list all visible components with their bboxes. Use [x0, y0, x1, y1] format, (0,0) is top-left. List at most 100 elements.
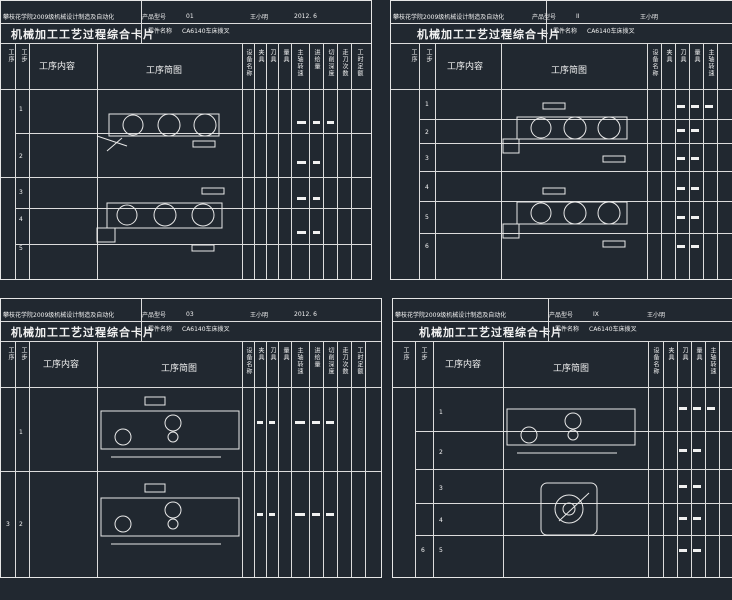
process-card-sheet-2[interactable]: 攀枝花学院2009级机械设计制造及自动化 产品型号 II 王小明 机械加工工艺过… — [390, 0, 732, 280]
header-row-2: 零件名称 CA6140车床拨叉 — [146, 25, 371, 35]
col-gauge: 量具 — [695, 347, 702, 361]
sheet-number: II — [576, 12, 580, 20]
col-spindle-speed: 主轴转速 — [707, 49, 714, 77]
step-2: 2 — [19, 153, 23, 160]
process-content-label: 工序内容 — [43, 360, 80, 370]
process-content-label: 工序内容 — [447, 62, 484, 72]
step-5: 5 — [439, 547, 443, 554]
step-3: 3 — [6, 521, 10, 528]
col-equipment: 设备名称 — [651, 49, 658, 77]
process-col-header: 工序 — [402, 347, 409, 361]
header-row-1: 攀枝花学院2009级机械设计制造及自动化 产品型号 II 王小明 — [391, 10, 732, 22]
col-passes: 走刀次数 — [341, 49, 348, 77]
part-name-label: 零件名称 — [148, 325, 173, 333]
step-6: 6 — [425, 243, 429, 250]
col-tool: 刀具 — [269, 49, 276, 63]
step-1: 1 — [439, 409, 443, 416]
step-5: 5 — [425, 214, 429, 221]
product-model-label: 产品型号 — [532, 13, 557, 21]
step-3: 3 — [19, 189, 23, 196]
col-equipment: 设备名称 — [652, 347, 659, 375]
part-drawing-1b — [96, 187, 225, 252]
step-4: 4 — [439, 517, 443, 524]
card-title: 机械加工工艺过程综合卡片 — [11, 28, 155, 41]
step-6: 6 — [421, 547, 425, 554]
col-spindle-speed: 主轴转速 — [296, 347, 303, 375]
header-row-1: 攀枝花学院2009级机械设计制造及自动化 产品型号 IX 王小明 — [393, 308, 732, 320]
step-col-header: 工步 — [20, 347, 27, 361]
header-row-2: 零件名称 CA6140车床拨叉 — [553, 323, 732, 333]
header-row-2: 零件名称 CA6140车床拨叉 — [551, 25, 732, 35]
part-drawing-2a — [502, 102, 628, 163]
col-tool: 刀具 — [269, 347, 276, 361]
col-fixture: 夹具 — [257, 347, 264, 361]
part-drawing-4a — [506, 408, 636, 454]
col-tool: 刀具 — [681, 347, 688, 361]
school-name: 攀枝花学院2009级机械设计制造及自动化 — [3, 13, 115, 21]
col-feed: 进给量 — [313, 347, 320, 368]
process-card-sheet-4[interactable]: 攀枝花学院2009级机械设计制造及自动化 产品型号 IX 王小明 机械加工工艺过… — [392, 298, 732, 578]
sheet-number: IX — [593, 310, 599, 318]
col-feed: 进给量 — [313, 49, 320, 70]
step-1: 1 — [425, 101, 429, 108]
process-sketch-label: 工序简图 — [551, 66, 588, 76]
part-drawing-2b — [502, 187, 628, 248]
product-name: CA6140车床拨叉 — [587, 27, 635, 35]
product-model-label: 产品型号 — [142, 13, 167, 21]
header-row-1: 攀枝花学院2009级机械设计制造及自动化 产品型号 03 王小明 2012. 6 — [1, 308, 381, 320]
step-3: 3 — [425, 155, 429, 162]
product-name: CA6140车床拨叉 — [182, 27, 230, 35]
col-tool: 刀具 — [679, 49, 686, 63]
author: 王小明 — [250, 311, 269, 319]
process-sketch-label: 工序简图 — [146, 66, 183, 76]
card-title: 机械加工工艺过程综合卡片 — [11, 326, 155, 339]
process-content-label: 工序内容 — [39, 62, 76, 72]
step-2: 2 — [425, 129, 429, 136]
step-4: 4 — [19, 216, 23, 223]
header-row-2: 零件名称 CA6140车床拨叉 — [146, 323, 381, 333]
author: 王小明 — [647, 311, 666, 319]
step-3: 3 — [439, 485, 443, 492]
col-fixture: 夹具 — [667, 347, 674, 361]
process-card-sheet-1[interactable]: 攀枝花学院2009级机械设计制造及自动化 产品型号 01 王小明 2012. 6… — [0, 0, 372, 280]
col-time: 工时定额 — [356, 347, 363, 375]
date: 2012. 6 — [294, 310, 317, 318]
part-name-label: 零件名称 — [148, 27, 173, 35]
part-drawing-3a — [100, 396, 240, 458]
step-5: 5 — [19, 245, 23, 252]
col-spindle-speed: 主轴转速 — [709, 347, 716, 375]
header-row-1: 攀枝花学院2009级机械设计制造及自动化 产品型号 01 王小明 2012. 6 — [1, 10, 371, 22]
part-drawing-3b — [100, 483, 240, 545]
product-name: CA6140车床拨叉 — [182, 325, 230, 333]
col-gauge: 量具 — [282, 347, 289, 361]
col-fixture: 夹具 — [665, 49, 672, 63]
process-sketch-label: 工序简图 — [553, 364, 590, 374]
col-gauge: 量具 — [282, 49, 289, 63]
part-drawing-4b — [540, 482, 598, 536]
process-sketch-label: 工序简图 — [161, 364, 198, 374]
process-col-header: 工序 — [410, 49, 417, 63]
col-depth: 切削深度 — [327, 347, 334, 375]
col-spindle-speed: 主轴转速 — [296, 49, 303, 77]
col-time: 工时定额 — [356, 49, 363, 77]
school-name: 攀枝花学院2009级机械设计制造及自动化 — [393, 13, 505, 21]
step-1: 1 — [19, 429, 23, 436]
author: 王小明 — [250, 13, 269, 21]
step-2: 2 — [19, 521, 23, 528]
process-content-label: 工序内容 — [445, 360, 482, 370]
col-equipment: 设备名称 — [245, 347, 252, 375]
product-name: CA6140车床拨叉 — [589, 325, 637, 333]
product-model-label: 产品型号 — [549, 311, 574, 319]
step-col-header: 工步 — [420, 347, 427, 361]
date: 2012. 6 — [294, 12, 317, 20]
sheet-number: 03 — [186, 310, 194, 318]
part-name-label: 零件名称 — [555, 325, 580, 333]
col-passes: 走刀次数 — [341, 347, 348, 375]
sheet-number: 01 — [186, 12, 194, 20]
process-card-sheet-3[interactable]: 攀枝花学院2009级机械设计制造及自动化 产品型号 03 王小明 2012. 6… — [0, 298, 382, 578]
col-equipment: 设备名称 — [245, 49, 252, 77]
card-title: 机械加工工艺过程综合卡片 — [419, 326, 563, 339]
card-title: 机械加工工艺过程综合卡片 — [417, 28, 561, 41]
process-col-header: 工序 — [7, 347, 14, 361]
school-name: 攀枝花学院2009级机械设计制造及自动化 — [395, 311, 507, 319]
